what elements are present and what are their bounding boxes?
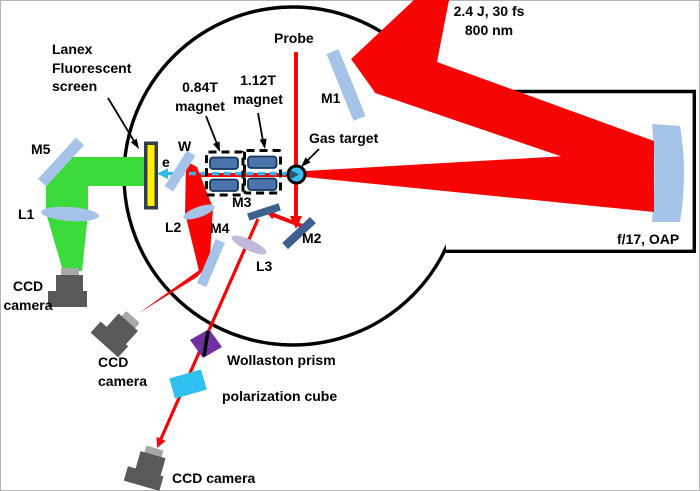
label-l2: L2 — [165, 219, 182, 235]
lanex-pointer-arrowhead — [130, 138, 139, 149]
lens-l2 — [183, 204, 215, 220]
label-m3: M3 — [232, 194, 252, 210]
magnet-112-outline — [243, 149, 282, 195]
magnet-084-pointer-arrowhead — [213, 141, 220, 152]
oap-mirror — [652, 124, 684, 222]
label-ccd-camera-3: CCD camera — [172, 470, 256, 486]
beam-m2-to-m3 — [271, 212, 306, 229]
wedge-w — [164, 150, 196, 192]
label-laser-spec: 2.4 J, 30 fs 800 nm — [453, 3, 525, 38]
label-oap: f/17, OAP — [617, 231, 680, 247]
lens-l1 — [41, 206, 99, 222]
polarization-cube — [169, 369, 207, 399]
lanex-pointer-line — [107, 97, 135, 142]
magnet-084-pointer-line — [205, 115, 218, 145]
beam-oap-to-target — [305, 151, 654, 212]
label-m2: M2 — [302, 230, 322, 246]
ccd-camera-1-icon — [48, 268, 87, 307]
magnet-112-pole-top — [247, 155, 278, 169]
magnet-112-pole-bottom — [247, 177, 278, 191]
mirror-m2 — [282, 216, 316, 250]
lanex-screen — [147, 145, 155, 206]
label-magnet-112: 1.12T magnet — [233, 72, 283, 107]
magnet-084-pole-bottom — [209, 178, 239, 192]
label-magnet-084: 0.84T magnet — [175, 79, 225, 114]
mirror-m4 — [197, 238, 225, 288]
lens-l3 — [231, 235, 267, 255]
label-polarization-cube: polarization cube — [222, 388, 338, 404]
label-probe: Probe — [274, 30, 314, 46]
label-gas-target: Gas target — [309, 130, 379, 146]
label-wedge: W — [178, 138, 192, 154]
magnet-084-outline — [205, 150, 245, 197]
label-ccd-camera-1: CCD camera — [3, 278, 53, 313]
ccd-camera-2-icon — [90, 311, 140, 358]
magnet-112-pointer-arrowhead — [259, 138, 267, 149]
ccd-camera-3-icon — [123, 445, 166, 491]
label-wollaston-prism: Wollaston prism — [227, 352, 336, 368]
label-m5: M5 — [31, 141, 51, 157]
probe-diagnostic-arrowhead — [156, 436, 166, 448]
label-electron: e — [162, 154, 170, 170]
label-lanex-screen: Lanex Fluorescent screen — [52, 41, 132, 94]
mirror-m1 — [326, 49, 366, 121]
fluorescence-green-beam — [46, 157, 144, 271]
gas-target-nozzle — [290, 169, 299, 180]
label-m4: M4 — [210, 220, 230, 236]
gas-target-pointer-arrowhead — [301, 157, 311, 167]
mirror-m5 — [38, 137, 84, 187]
gas-target-pointer-line — [305, 148, 320, 163]
label-l1: L1 — [18, 206, 35, 222]
magnet-084-pole-top — [209, 156, 239, 170]
electron-beam-arrowhead — [157, 168, 168, 179]
label-m1: M1 — [321, 90, 341, 106]
beam-tube-wall — [440, 89, 696, 253]
beam-m4-to-ccd2 — [139, 261, 212, 313]
label-l3: L3 — [256, 258, 273, 274]
annotation-arrows — [107, 97, 320, 167]
mirror-m3 — [247, 203, 281, 221]
label-ccd-camera-2: CCD camera — [98, 354, 148, 389]
wollaston-prism-split-line — [202, 330, 210, 357]
magnet-112-pointer-line — [257, 112, 264, 142]
